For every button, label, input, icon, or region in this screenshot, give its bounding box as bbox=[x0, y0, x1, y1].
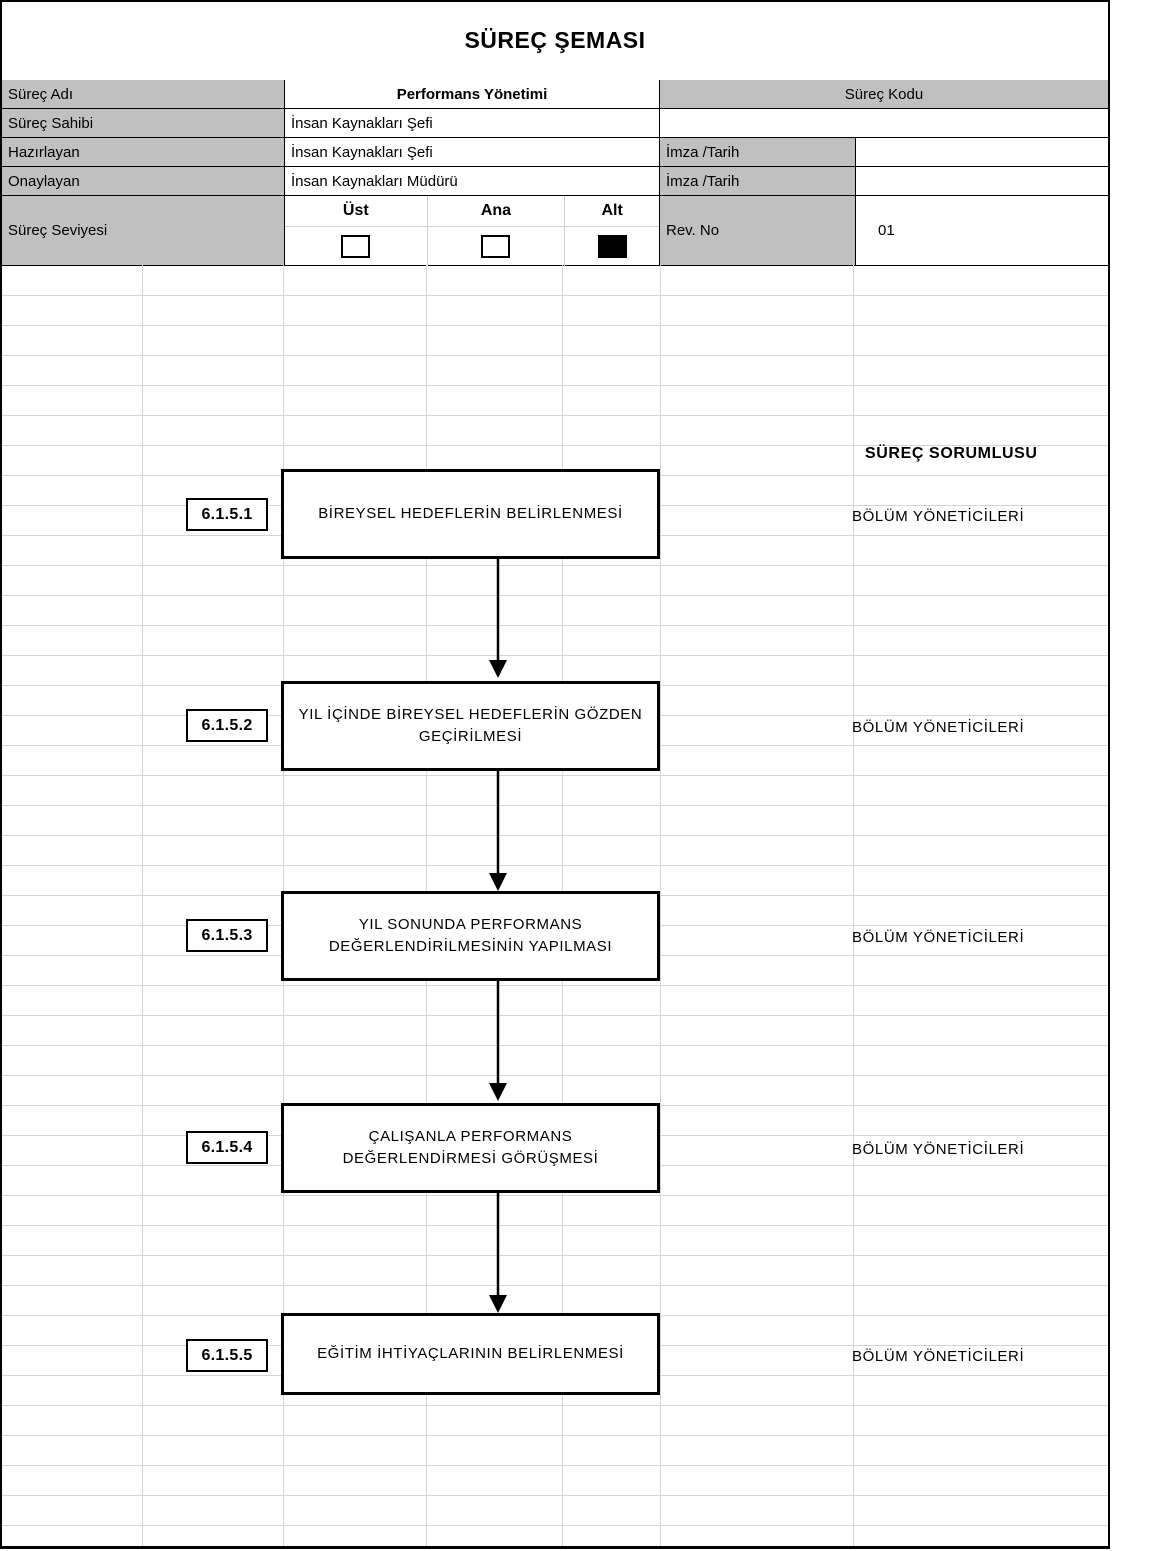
grid-row-line bbox=[2, 1285, 1108, 1286]
grid-row-line bbox=[2, 1405, 1108, 1406]
grid-row-line bbox=[2, 325, 1108, 326]
grid-column-line bbox=[660, 265, 661, 1546]
table-row-onaylayan: Onaylayan İnsan Kaynakları Müdürü İmza /… bbox=[2, 167, 1108, 196]
sheet-border-right bbox=[1108, 0, 1110, 1549]
field-label-imza-tarih-onaylayan: İmza /Tarih bbox=[660, 167, 856, 196]
grid-column-line bbox=[142, 265, 143, 1546]
level-options-group: Üst Ana Alt bbox=[285, 196, 660, 266]
grid-row-line bbox=[2, 1465, 1108, 1466]
grid-column-line bbox=[562, 265, 563, 1546]
sheet-border-top bbox=[0, 0, 1110, 2]
grid-row-line bbox=[2, 1135, 1108, 1136]
grid-row-line bbox=[2, 775, 1108, 776]
grid-row-line bbox=[2, 955, 1108, 956]
field-label-imza-tarih-hazirlayan: İmza /Tarih bbox=[660, 138, 856, 167]
field-value-imza-tarih-onaylayan[interactable] bbox=[856, 167, 1108, 196]
table-row-hazirlayan: Hazırlayan İnsan Kaynakları Şefi İmza /T… bbox=[2, 138, 1108, 167]
checkbox-ust[interactable] bbox=[341, 235, 371, 258]
grid-row-line bbox=[2, 1255, 1108, 1256]
field-value-rev-no[interactable]: 01 bbox=[856, 196, 1108, 266]
sheet-border-bottom bbox=[0, 1546, 1110, 1549]
grid-row-line bbox=[2, 1345, 1108, 1346]
grid-row-line bbox=[2, 1435, 1108, 1436]
level-label-ust: Üst bbox=[285, 196, 428, 226]
grid-row-line bbox=[2, 685, 1108, 686]
grid-row-line bbox=[2, 415, 1108, 416]
grid-row-line bbox=[2, 1165, 1108, 1166]
grid-row-line bbox=[2, 865, 1108, 866]
level-option-labels: Üst Ana Alt bbox=[285, 196, 659, 226]
grid-row-line bbox=[2, 445, 1108, 446]
grid-row-line bbox=[2, 1105, 1108, 1106]
grid-row-line bbox=[2, 565, 1108, 566]
field-value-surec-kodu[interactable] bbox=[660, 109, 1108, 138]
grid-column-line bbox=[426, 265, 427, 1546]
grid-column-line bbox=[853, 265, 854, 1546]
checkbox-ana[interactable] bbox=[481, 235, 511, 258]
grid-row-line bbox=[2, 1195, 1108, 1196]
grid-row-line bbox=[2, 295, 1108, 296]
grid-row-line bbox=[2, 835, 1108, 836]
grid-row-line bbox=[2, 355, 1108, 356]
grid-row-line bbox=[2, 625, 1108, 626]
header-info-table: Süreç Adı Performans Yönetimi Süreç Kodu… bbox=[2, 80, 1108, 266]
grid-row-line bbox=[2, 895, 1108, 896]
grid-row-line bbox=[2, 805, 1108, 806]
grid-row-line bbox=[2, 1075, 1108, 1076]
level-option-checkboxes bbox=[285, 226, 659, 266]
page-title: SÜREÇ ŞEMASI bbox=[464, 26, 646, 53]
checkbox-cell-ust[interactable] bbox=[285, 227, 428, 266]
grid-row-line bbox=[2, 1375, 1108, 1376]
field-label-onaylayan: Onaylayan bbox=[2, 167, 285, 196]
field-label-rev-no: Rev. No bbox=[660, 196, 856, 266]
checkbox-cell-ana[interactable] bbox=[428, 227, 566, 266]
grid-row-line bbox=[2, 655, 1108, 656]
field-value-imza-tarih-hazirlayan[interactable] bbox=[856, 138, 1108, 167]
grid-row-line bbox=[2, 985, 1108, 986]
document-title-band: SÜREÇ ŞEMASI bbox=[2, 2, 1108, 78]
level-label-alt: Alt bbox=[601, 202, 623, 219]
field-label-surec-adi: Süreç Adı bbox=[2, 80, 285, 109]
grid-row-line bbox=[2, 535, 1108, 536]
grid-row-line bbox=[2, 505, 1108, 506]
grid-column-line bbox=[283, 265, 284, 1546]
grid-row-line bbox=[2, 745, 1108, 746]
field-value-onaylayan[interactable]: İnsan Kaynakları Müdürü bbox=[285, 167, 660, 196]
level-label-ana: Ana bbox=[428, 196, 566, 226]
field-value-surec-sahibi[interactable]: İnsan Kaynakları Şefi bbox=[285, 109, 660, 138]
grid-row-line bbox=[2, 1495, 1108, 1496]
field-label-surec-kodu: Süreç Kodu bbox=[660, 80, 1108, 109]
worksheet-grid bbox=[2, 265, 1108, 1546]
field-label-surec-sahibi: Süreç Sahibi bbox=[2, 109, 285, 138]
field-label-hazirlayan: Hazırlayan bbox=[2, 138, 285, 167]
field-label-surec-seviyesi: Süreç Seviyesi bbox=[2, 196, 285, 266]
grid-row-line bbox=[2, 475, 1108, 476]
grid-row-line bbox=[2, 925, 1108, 926]
grid-row-line bbox=[2, 1525, 1108, 1526]
checkbox-alt[interactable] bbox=[597, 235, 627, 258]
table-row-surec-sahibi: Süreç Sahibi İnsan Kaynakları Şefi bbox=[2, 109, 1108, 138]
grid-row-line bbox=[2, 1315, 1108, 1316]
checkbox-cell-alt[interactable] bbox=[565, 227, 659, 266]
grid-row-line bbox=[2, 595, 1108, 596]
table-row-surec-adi: Süreç Adı Performans Yönetimi Süreç Kodu bbox=[2, 80, 1108, 109]
grid-row-line bbox=[2, 715, 1108, 716]
table-row-surec-seviyesi: Süreç Seviyesi Üst Ana Alt Rev. No 01 bbox=[2, 196, 1108, 266]
sheet-border-left bbox=[0, 0, 2, 1549]
grid-row-line bbox=[2, 1045, 1108, 1046]
field-value-hazirlayan[interactable]: İnsan Kaynakları Şefi bbox=[285, 138, 660, 167]
grid-row-line bbox=[2, 1225, 1108, 1226]
field-value-surec-adi[interactable]: Performans Yönetimi bbox=[285, 80, 660, 109]
grid-row-line bbox=[2, 385, 1108, 386]
grid-row-line bbox=[2, 1015, 1108, 1016]
